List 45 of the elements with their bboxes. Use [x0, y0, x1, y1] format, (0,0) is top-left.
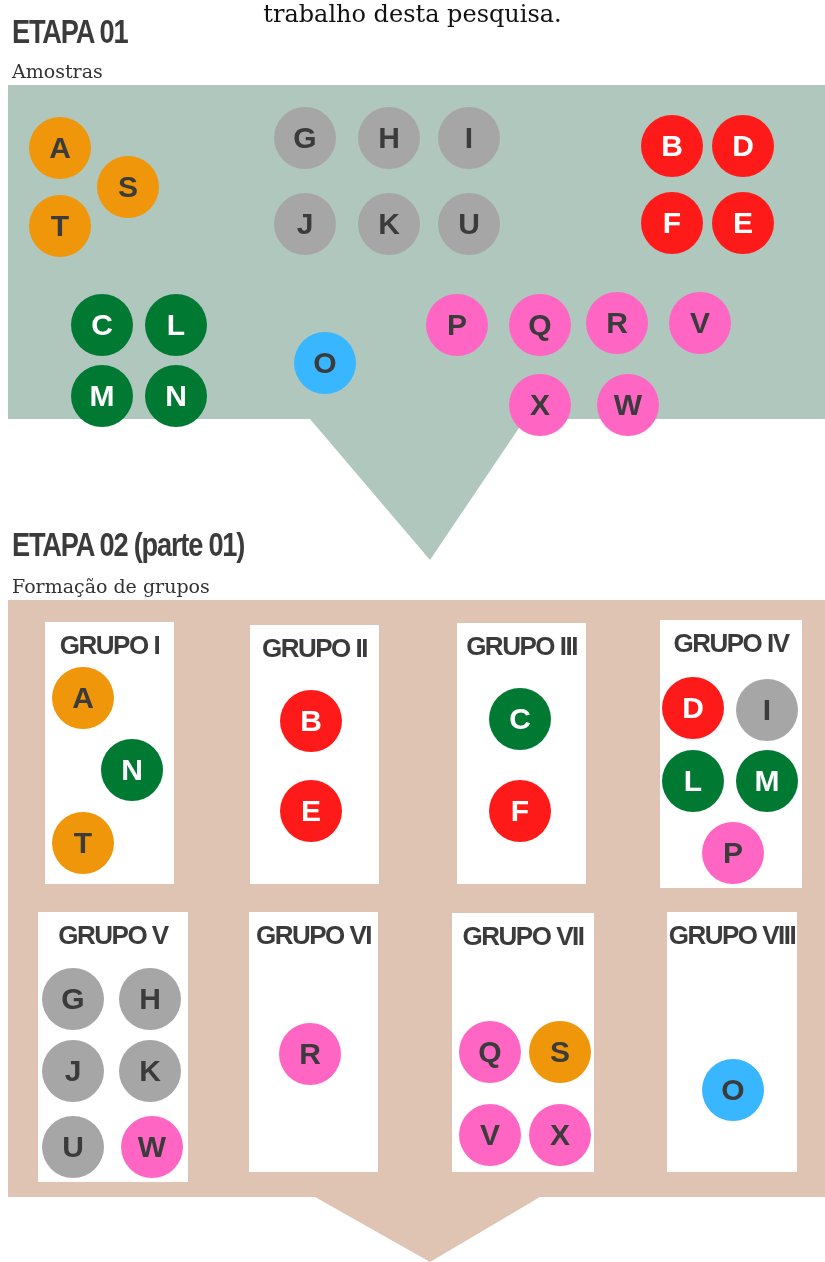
sample-circle: N — [101, 739, 163, 801]
sample-circle: X — [529, 1104, 591, 1166]
stage-heading: ETAPA 01 — [12, 12, 128, 50]
sample-circle: T — [52, 812, 114, 874]
sample-circle: R — [279, 1023, 341, 1085]
sample-circle: I — [736, 679, 798, 741]
stage-heading: ETAPA 02 (parte 01) — [12, 525, 245, 563]
sample-circle: K — [119, 1040, 181, 1102]
sample-circle: O — [702, 1059, 764, 1121]
group-title: GRUPO VIII — [667, 919, 797, 952]
sample-circle: C — [489, 688, 551, 750]
sample-circle: B — [280, 690, 342, 752]
group-card — [667, 912, 797, 1172]
group-card — [38, 912, 188, 1182]
group-card — [660, 620, 802, 888]
sample-circle: A — [52, 667, 114, 729]
sample-circle: S — [529, 1021, 591, 1083]
stage-subtitle: Formação de grupos — [12, 575, 210, 597]
group-title: GRUPO III — [465, 630, 578, 663]
group-card — [250, 625, 379, 884]
group-card — [45, 622, 174, 884]
group-title: GRUPO VI — [254, 919, 373, 952]
sample-circle: J — [42, 1040, 104, 1102]
group-title: GRUPO II — [261, 632, 368, 665]
sample-circle: Q — [459, 1021, 521, 1083]
sample-circle: L — [662, 750, 724, 812]
sample-circle: P — [702, 822, 764, 884]
sample-circle: U — [42, 1116, 104, 1178]
group-title: GRUPO VII — [461, 920, 585, 953]
sample-circle: D — [662, 677, 724, 739]
intro-text: trabalho desta pesquisa. — [263, 0, 562, 28]
group-title: GRUPO IV — [672, 627, 791, 660]
sample-circle: M — [736, 750, 798, 812]
sample-circle: F — [489, 780, 551, 842]
group-card — [249, 912, 378, 1172]
sample-circle: G — [42, 968, 104, 1030]
sample-circle: E — [280, 780, 342, 842]
group-title: GRUPO V — [57, 919, 170, 952]
sample-circle: V — [459, 1104, 521, 1166]
group-card — [457, 623, 586, 884]
sample-circle: W — [121, 1116, 183, 1178]
group-card — [452, 913, 594, 1172]
sample-circle: H — [119, 968, 181, 1030]
stage-subtitle: Amostras — [12, 60, 103, 82]
group-title: GRUPO I — [58, 629, 161, 662]
